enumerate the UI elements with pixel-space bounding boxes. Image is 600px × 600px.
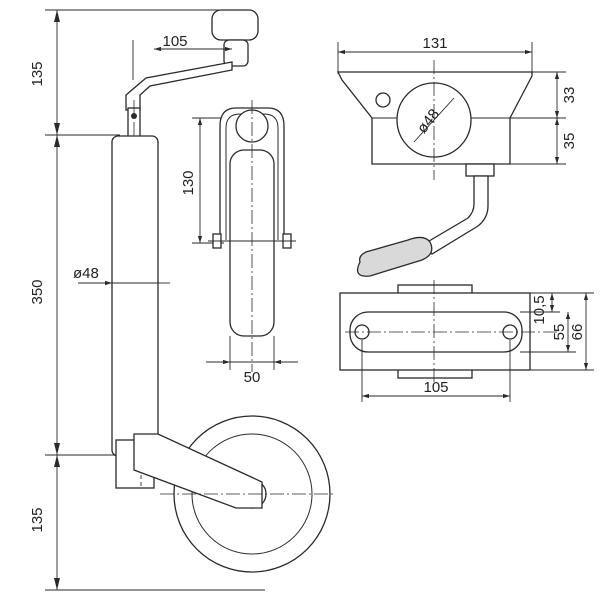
front-view: 130 50 xyxy=(180,100,298,386)
dim-clamp-width: 131 xyxy=(422,35,447,52)
crank-knob xyxy=(211,9,259,41)
dim-plate-slot-offset: 10,5 xyxy=(531,295,548,324)
dim-plate-hole-height: 55 xyxy=(551,324,568,341)
dim-plate-total-height: 66 xyxy=(569,324,586,341)
clamp-lever-arm xyxy=(423,175,489,255)
clamp-lever-grip xyxy=(356,236,433,277)
dim-crank-reach: 105 xyxy=(162,33,187,50)
wheel-fork xyxy=(133,433,263,509)
dim-fork-height: 130 xyxy=(180,170,197,195)
dim-clamp-upper-height: 33 xyxy=(561,87,578,104)
dim-tube-length: 350 xyxy=(29,279,46,304)
plate-view: 105 10,5 55 66 xyxy=(339,280,594,402)
dim-tube-diameter: ø48 xyxy=(73,265,99,282)
dim-wheel-bottom-height: 135 xyxy=(29,507,46,532)
main-tube xyxy=(111,135,159,457)
dim-clamp-lower-height: 35 xyxy=(561,133,578,150)
clamp-bolt-hole xyxy=(375,92,391,108)
dim-side-top-height: 135 xyxy=(29,61,46,86)
crank-arm xyxy=(125,61,233,111)
clamp-view: 131 ø48 33 35 xyxy=(336,35,578,277)
crank-knob-neck xyxy=(223,39,249,67)
side-view: 135 350 135 105 ø48 xyxy=(29,9,335,591)
clamp-lever-base xyxy=(465,163,495,177)
dim-plate-hole-spacing: 105 xyxy=(423,379,448,396)
dim-wheel-width: 50 xyxy=(244,369,261,386)
